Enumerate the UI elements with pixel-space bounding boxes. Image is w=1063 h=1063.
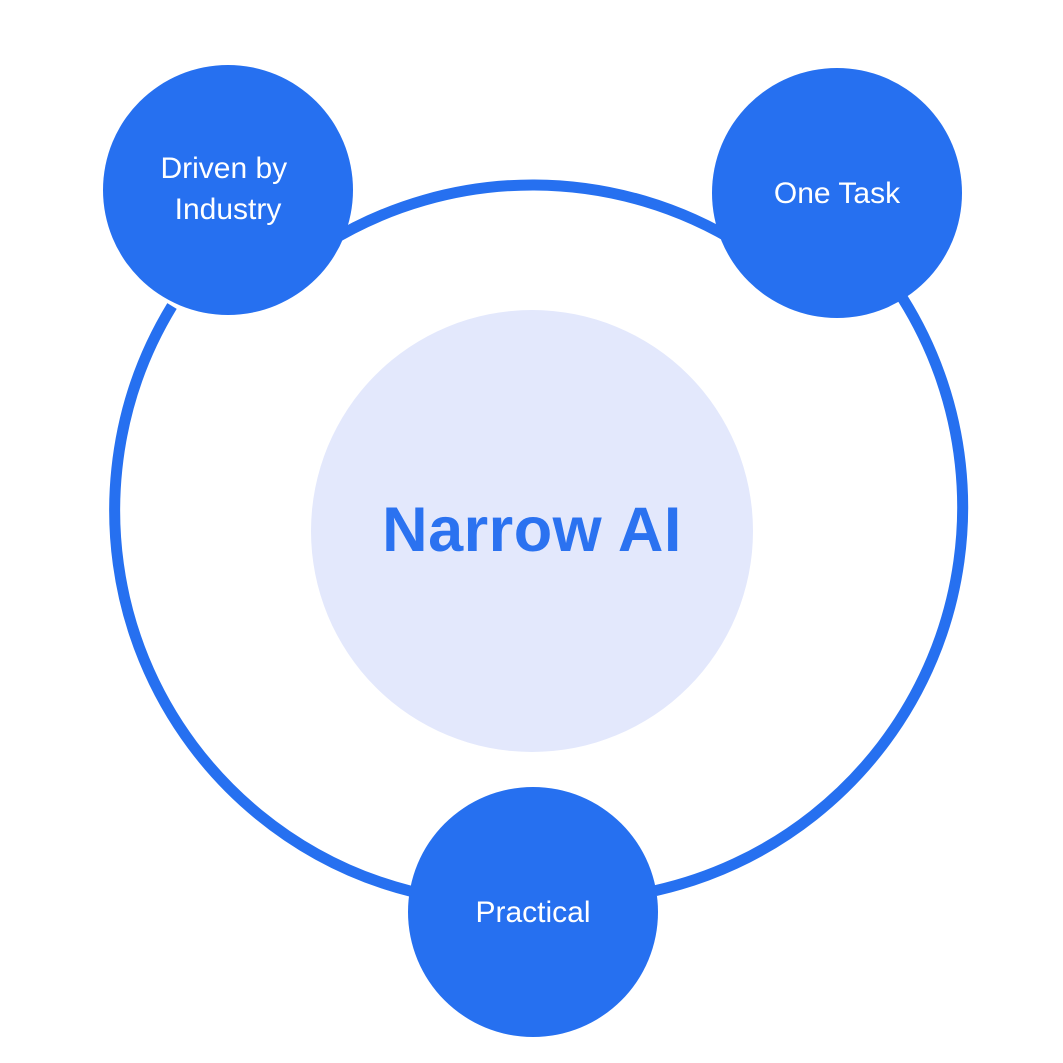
hub-label-text: Narrow AI [382,495,682,565]
hub-label: Narrow AI [382,495,682,565]
node-label-driven-by-industry: Driven by Industry [160,152,295,226]
node-driven-by-industry[interactable]: Driven by Industry [103,65,353,315]
ring-arc-top [323,179,745,250]
connector-ring [109,179,969,897]
node-label-line-1: One Task [774,177,901,210]
ring-arc-right [654,295,969,896]
node-circle-practical[interactable] [408,787,658,1037]
node-label-line-1: Driven by [160,152,287,185]
ring-arc-left [109,303,414,897]
node-practical[interactable]: Practical [408,787,658,1037]
hub-circle [311,310,753,752]
node-circle-one-task[interactable] [712,68,962,318]
node-label-line-2: Industry [175,193,282,226]
node-label-practical: Practical [475,896,590,929]
node-label-line-1: Practical [475,896,590,929]
node-one-task[interactable]: One Task [712,68,962,318]
node-circle-driven-by-industry[interactable] [103,65,353,315]
node-label-one-task: One Task [774,177,901,210]
